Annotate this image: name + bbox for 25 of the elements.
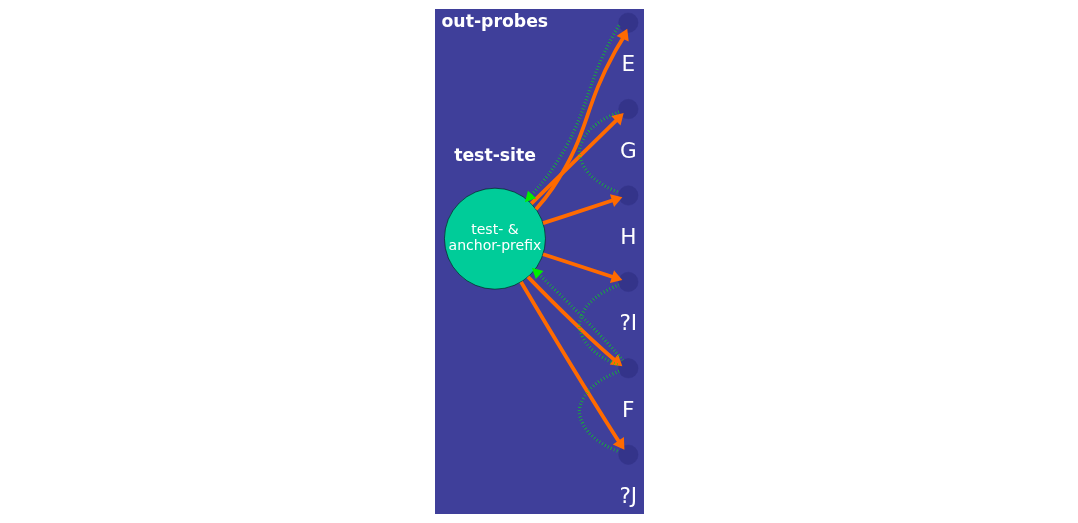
label: test-site [453,144,536,165]
node-circle [617,271,638,292]
arrow [531,267,624,362]
arrow [524,24,620,203]
node-label: F [621,396,635,422]
connector [577,369,620,454]
node-label: E [621,51,635,77]
arrow [526,275,622,367]
node-circle [617,99,638,120]
connector [577,283,620,367]
node-label: G [619,137,637,163]
arrow [529,113,624,205]
connector [577,110,620,194]
node-label: H [619,224,636,250]
node-label: ?I [618,310,637,336]
arrow [541,252,622,284]
arrow [534,28,629,211]
node-circle [617,12,638,33]
node-circle [617,185,638,206]
label: out-probes [440,10,548,31]
node-circle [617,358,638,379]
node-circle [617,444,638,465]
arrow [518,281,624,450]
arrow [541,194,622,225]
node-label: ?J [618,483,637,509]
